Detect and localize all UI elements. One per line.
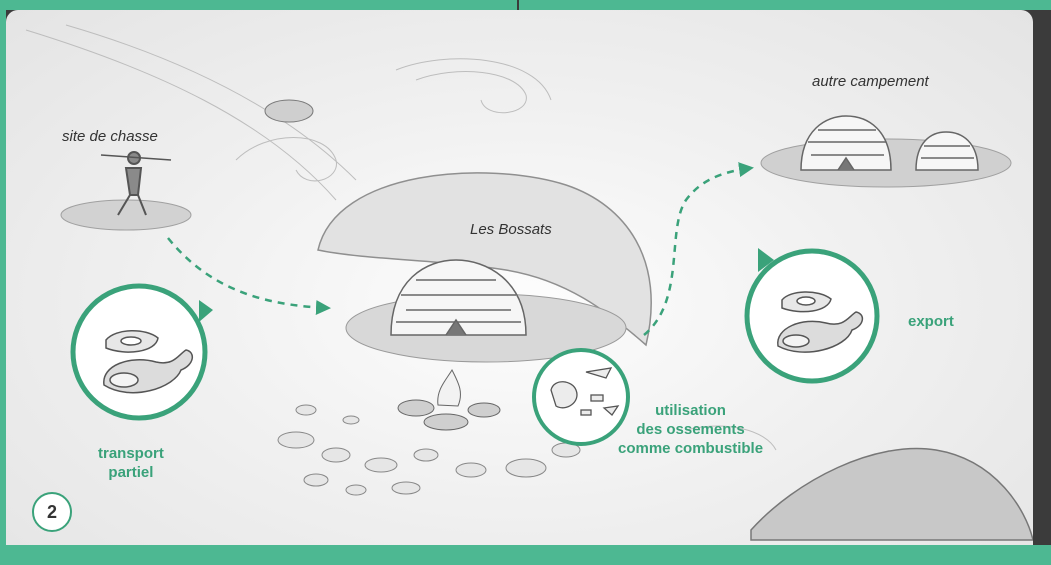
export-circle [747,248,877,381]
hunt-ground-icon [61,200,191,230]
label-autre-campement: autre campement [812,73,929,90]
label-utilisation-line3: comme combustible [618,439,763,458]
campfire-icon [398,370,500,430]
label-site-de-chasse: site de chasse [62,128,158,145]
igloo-hut-icon [391,260,526,335]
illustration-canvas: site de chasse autre campement Les Bossa… [6,10,1033,545]
stone-icon [265,100,313,122]
bottom-accent-bar [0,545,1051,565]
transport-circle [73,286,213,418]
bones-circle [534,350,628,444]
label-utilisation-line2: des ossements [618,420,763,439]
label-les-bossats: Les Bossats [470,221,552,238]
label-export: export [908,312,954,331]
step-number-badge: 2 [32,492,72,532]
arrow-export [644,168,751,335]
arrow-transport [168,238,328,308]
label-transport: transport [98,444,164,463]
label-utilisation-line1: utilisation [618,401,763,420]
top-bar-divider [517,0,519,10]
top-accent-bar [0,0,1051,10]
label-utilisation-ossements: utilisation des ossements comme combusti… [618,401,763,458]
label-partiel: partiel [98,463,164,482]
mound-icon [751,448,1033,540]
label-transport-partiel: transport partiel [98,444,164,482]
